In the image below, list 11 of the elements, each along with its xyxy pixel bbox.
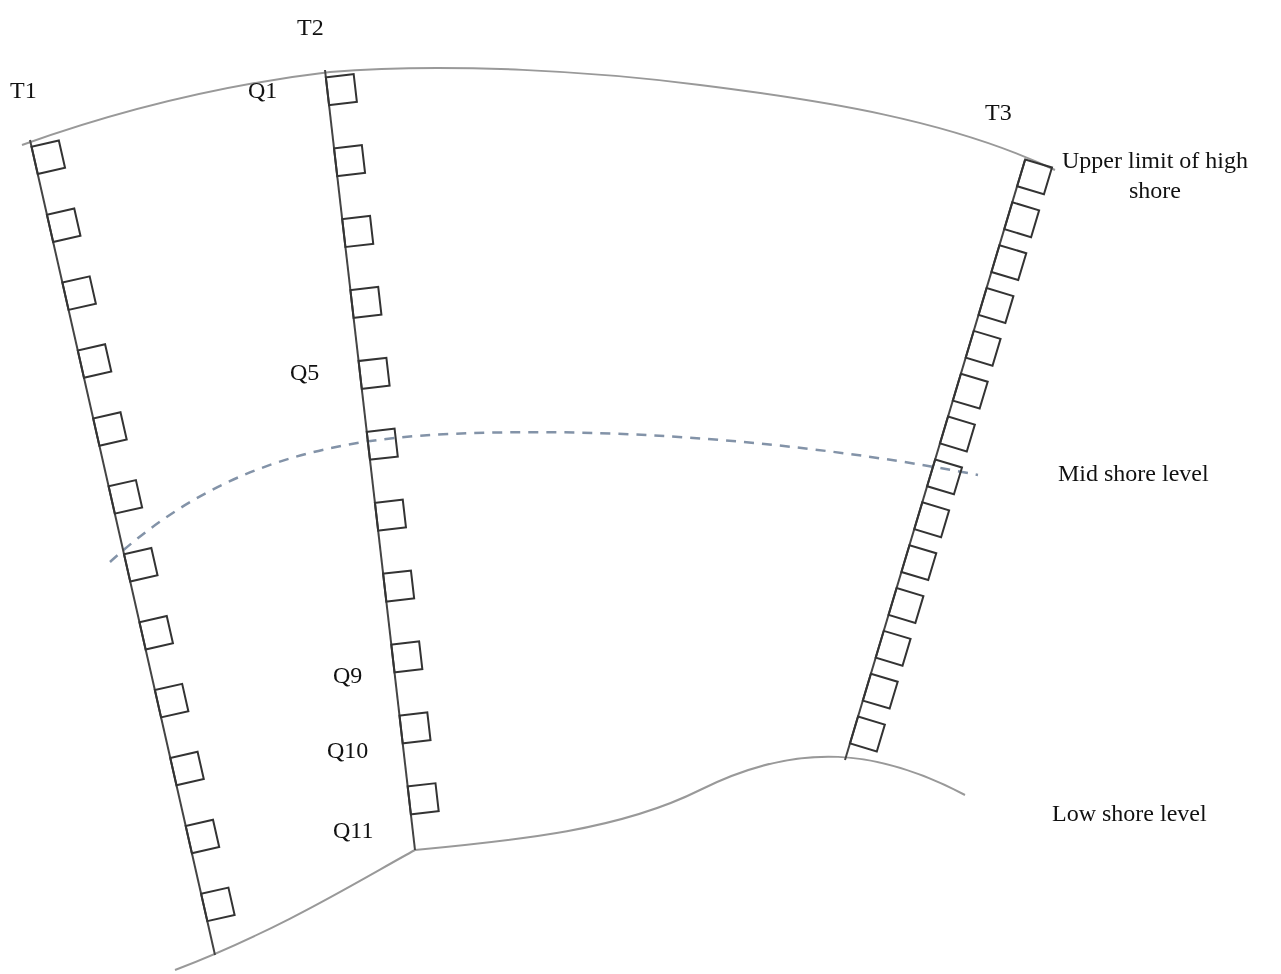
- transect-label: T1: [10, 76, 37, 105]
- transect-label: T3: [985, 98, 1012, 127]
- shore-level-label: Upper limit of high shore: [1061, 146, 1249, 205]
- shore-level-label: Mid shore level: [1058, 459, 1209, 488]
- quadrat-label: Q1: [248, 76, 278, 105]
- transect-label: T2: [297, 13, 324, 42]
- quadrat-label: Q9: [333, 661, 363, 690]
- quadrat-label: Q11: [333, 816, 374, 845]
- quadrat-label: Q5: [290, 358, 320, 387]
- shore-level-label: Low shore level: [1052, 799, 1207, 828]
- quadrat-label: Q10: [327, 736, 369, 765]
